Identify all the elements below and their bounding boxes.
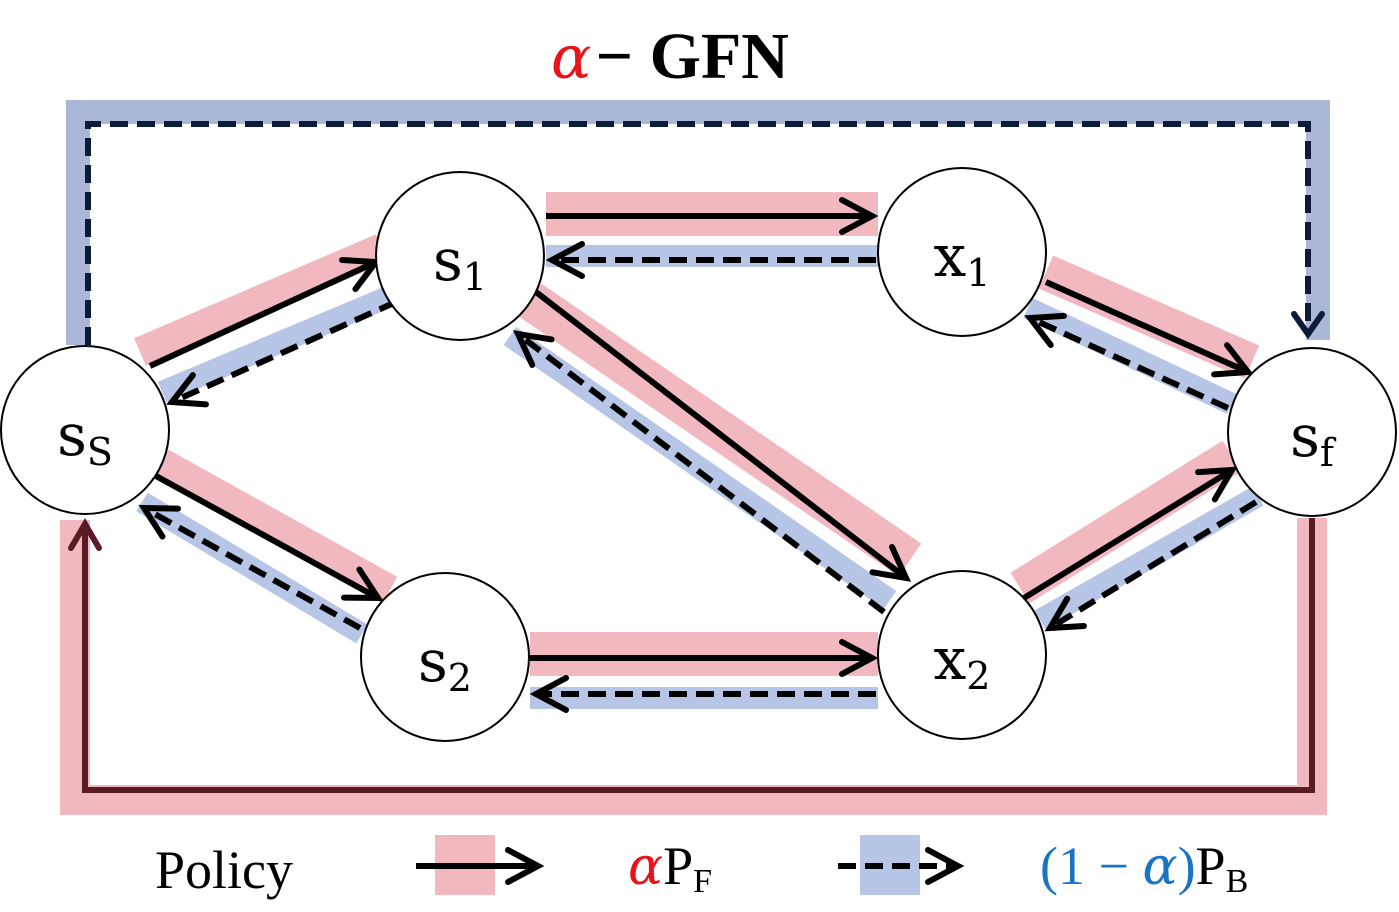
node-s2: s2: [360, 572, 530, 742]
legend-backward-label: (1 − α)PB: [1040, 836, 1248, 900]
node-x1-base: x: [934, 222, 967, 290]
title-dash: −: [596, 20, 650, 93]
node-ss-sub: S: [87, 430, 113, 474]
node-s1-base: s: [433, 226, 463, 294]
svg-text:sf: sf: [1290, 402, 1337, 475]
svg-text:s2: s2: [418, 627, 472, 700]
node-s2-base: s: [418, 627, 448, 695]
node-s2-sub: 2: [448, 656, 472, 700]
top-loop-edge: [66, 100, 1330, 345]
legend-backward-p: P: [1196, 836, 1226, 896]
legend-forward-swatch: [416, 835, 545, 895]
legend-backward-sub: B: [1226, 863, 1249, 900]
top-loop-arrowhead: [1291, 311, 1325, 340]
legend-backward-swatch: [838, 835, 965, 895]
bottom-loop-arrowhead: [68, 518, 102, 551]
legend-forward-alpha: α: [628, 837, 663, 897]
node-ss-base: s: [57, 401, 87, 469]
node-sf-base: s: [1290, 402, 1320, 470]
diagram-title: α − GFN: [551, 20, 789, 93]
svg-text:x2: x2: [934, 625, 991, 698]
legend: Policy αPF (1 − α)PB: [155, 835, 1248, 900]
edge-x1-sf: [1023, 255, 1260, 414]
svg-text:s1: s1: [433, 226, 487, 299]
legend-backward-close: ): [1178, 836, 1196, 896]
edge-s1-x1: [545, 192, 879, 279]
legend-policy-label: Policy: [155, 840, 293, 900]
node-sf-sub: f: [1320, 431, 1337, 475]
node-s1-sub: 1: [463, 255, 487, 299]
legend-forward-p: P: [663, 836, 693, 896]
edge-ss-s2: [136, 448, 398, 644]
node-s1: s1: [375, 171, 545, 341]
node-x2-base: x: [934, 625, 967, 693]
node-ss: sS: [0, 345, 170, 515]
bottom-loop-edge: [60, 518, 1327, 815]
legend-forward-sub: F: [693, 863, 712, 900]
node-x2: x2: [877, 570, 1047, 740]
legend-forward-label: αPF: [628, 836, 712, 900]
node-x1-sub: 1: [966, 251, 990, 295]
legend-backward-open: (1 −: [1040, 836, 1142, 896]
node-x1: x1: [877, 167, 1047, 337]
node-x2-sub: 2: [966, 654, 990, 698]
svg-text:sS: sS: [57, 401, 113, 474]
edge-s2-x2: [529, 632, 879, 713]
edge-x2-sf: [1010, 440, 1264, 632]
node-sf: sf: [1227, 347, 1397, 517]
legend-backward-alpha: α: [1142, 837, 1177, 897]
edge-s1-x2: [503, 283, 922, 615]
svg-text:x1: x1: [934, 222, 991, 295]
title-text: GFN: [650, 20, 789, 93]
title-alpha: α: [551, 23, 592, 93]
edge-ss-s1: [134, 234, 405, 408]
